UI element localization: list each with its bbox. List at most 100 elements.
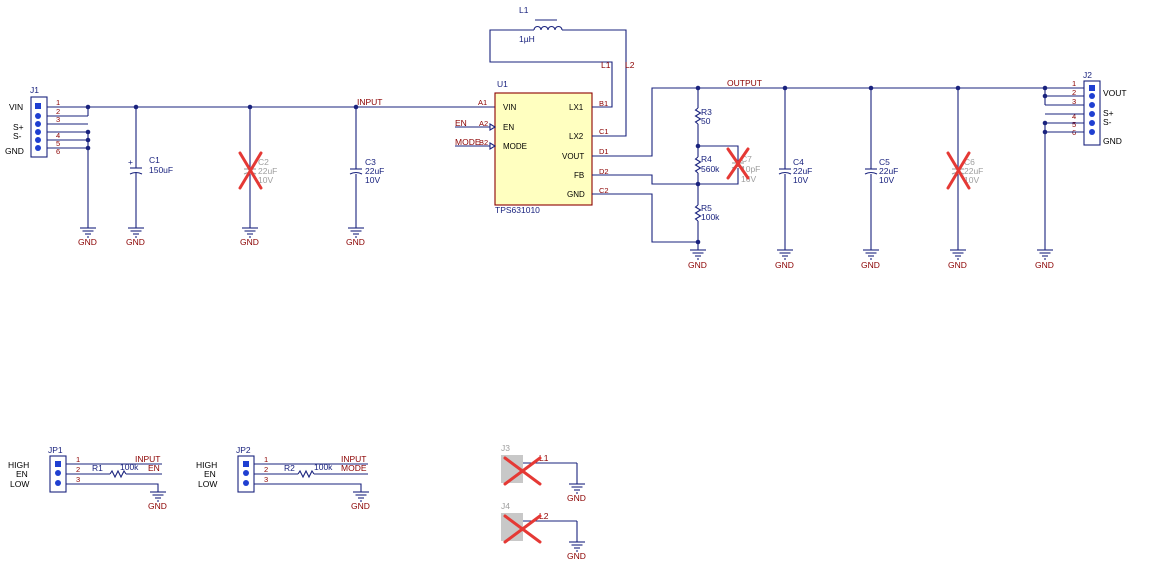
- c3-ref: C3: [365, 157, 376, 167]
- j2-ref: J2: [1083, 70, 1092, 80]
- resistor-r5: R5 100k: [694, 184, 720, 250]
- j1-pin-5: 5: [56, 139, 60, 148]
- c6-ref: C6: [964, 157, 975, 167]
- j2-pin-2: 2: [1072, 88, 1076, 97]
- jp1-net-input: INPUT: [135, 454, 161, 464]
- j3-ref: J3: [501, 443, 510, 453]
- net-en-label: EN: [455, 118, 467, 128]
- jp1-ref: JP1: [48, 445, 63, 455]
- dnp-cross: [238, 151, 263, 190]
- c5-voltage: 10V: [879, 175, 894, 185]
- c4-voltage: 10V: [793, 175, 808, 185]
- u1-pin-c1: C1: [599, 127, 609, 136]
- jp2-label-en: EN: [204, 469, 216, 479]
- u1-pin-a1: A1: [478, 98, 487, 107]
- capacitor-c1: + C1 150uF: [128, 107, 173, 228]
- l1-ref: L1: [519, 5, 529, 15]
- dnp-cross: [946, 151, 971, 190]
- c7-value: 10pF: [741, 164, 760, 174]
- jp1-net-en: EN: [148, 463, 160, 473]
- jp2-pin-2: 2: [264, 465, 268, 474]
- capacitor-c2-dnp: C2 22uF 10V: [238, 107, 277, 228]
- c6-voltage: 10V: [964, 175, 979, 185]
- dnp-cross: [503, 456, 542, 486]
- j1-body: [30, 96, 48, 158]
- j2-pad-4: [1089, 111, 1095, 117]
- j1-ref: J1: [30, 85, 39, 95]
- u1-pinname-fb: FB: [574, 171, 584, 180]
- resistor-r3: R3 50: [694, 88, 712, 146]
- connector-j1: J1 VIN S+ S- GND 1 2 3 4 5 6: [5, 85, 88, 158]
- jp1-pin-2: 2: [76, 465, 80, 474]
- j1-pin-1: 1: [56, 98, 60, 107]
- net-output-label: OUTPUT: [727, 78, 762, 88]
- u1-pinname-lx1: LX1: [569, 103, 584, 112]
- j2-pad-3: [1089, 102, 1095, 108]
- u1-pin-c2: C2: [599, 186, 609, 195]
- gnd-label: GND: [240, 237, 259, 247]
- dnp-cross: [726, 147, 750, 180]
- gnd-label: GND: [351, 501, 370, 511]
- j1-pin-2: 2: [56, 107, 60, 116]
- ic-u1: U1 TPS631010 A1 VIN A2 EN B2 MODE B1 LX1…: [478, 79, 609, 215]
- j3-net-label: L1: [539, 453, 549, 463]
- jp2-net-mode: MODE: [341, 463, 367, 473]
- svg-text:+: +: [128, 157, 133, 167]
- capacitor-c4: C4 22uF 10V: [778, 88, 812, 250]
- gnd-label: GND: [861, 260, 880, 270]
- net-input-label: INPUT: [357, 97, 383, 107]
- gnd-label: GND: [567, 493, 586, 503]
- j1-label-gnd: GND: [5, 146, 24, 156]
- jp2-pad-1: [243, 461, 249, 467]
- jp2-pad-3: [243, 480, 249, 486]
- u1-pin-a2: A2: [479, 119, 488, 128]
- r1-value: 100k: [120, 462, 139, 472]
- c4-ref: C4: [793, 157, 804, 167]
- dnp-cross: [503, 514, 542, 544]
- gnd-label: GND: [78, 237, 97, 247]
- jp2-pad-2: [243, 470, 249, 476]
- c5-value: 22uF: [879, 166, 898, 176]
- r2-ref: R2: [284, 463, 295, 473]
- u1-pinname-gnd: GND: [567, 190, 585, 199]
- c2-ref: C2: [258, 157, 269, 167]
- jp2-pin-1: 1: [264, 455, 268, 464]
- jp2-ref: JP2: [236, 445, 251, 455]
- gnd-label: GND: [1035, 260, 1054, 270]
- r4-value: 560k: [701, 164, 720, 174]
- j2-pad-1: [1089, 85, 1095, 91]
- j2-label-sminus: S-: [1103, 117, 1112, 127]
- gnd-label: GND: [948, 260, 967, 270]
- capacitor-c6-dnp: C6 22uF 10V: [946, 88, 983, 250]
- j1-label-vin: VIN: [9, 102, 23, 112]
- inductor-l1: L1 1µH L1 L2: [489, 5, 635, 137]
- c1-value: 150uF: [149, 165, 173, 175]
- u1-pinname-vin: VIN: [503, 103, 517, 112]
- c3-value: 22uF: [365, 166, 384, 176]
- u1-part: TPS631010: [495, 205, 540, 215]
- r1-ref: R1: [92, 463, 103, 473]
- u1-ref: U1: [497, 79, 508, 89]
- gnd-label: GND: [148, 501, 167, 511]
- capacitor-c7-dnp: C7 10pF 16V: [698, 145, 760, 185]
- j2-label-splus: S+: [1103, 108, 1114, 118]
- jp1-pin-3: 3: [76, 475, 80, 484]
- net-l2-label: L2: [625, 60, 635, 70]
- gnd-label: GND: [567, 551, 586, 561]
- j1-label-sminus: S-: [13, 131, 22, 141]
- jp2-pin-3: 3: [264, 475, 268, 484]
- l1-value: 1µH: [519, 34, 535, 44]
- j2-pin-3: 3: [1072, 97, 1076, 106]
- u1-pinname-lx2: LX2: [569, 132, 584, 141]
- jp1-pad-3: [55, 480, 61, 486]
- jumper-jp2: JP2 HIGH EN LOW 1 2 3 R2 100k INPUT MODE…: [196, 445, 370, 511]
- testpoint-j4-dnp: J4 L2: [501, 501, 578, 544]
- c3-voltage: 10V: [365, 175, 380, 185]
- j1-pad-3: [35, 121, 41, 127]
- j1-pad-2: [35, 113, 41, 119]
- gnd-label: GND: [775, 260, 794, 270]
- r4-ref: R4: [701, 154, 712, 164]
- net-mode-label: MODE: [455, 137, 481, 147]
- jp1-pad-2: [55, 470, 61, 476]
- j1-pad-5: [35, 137, 41, 143]
